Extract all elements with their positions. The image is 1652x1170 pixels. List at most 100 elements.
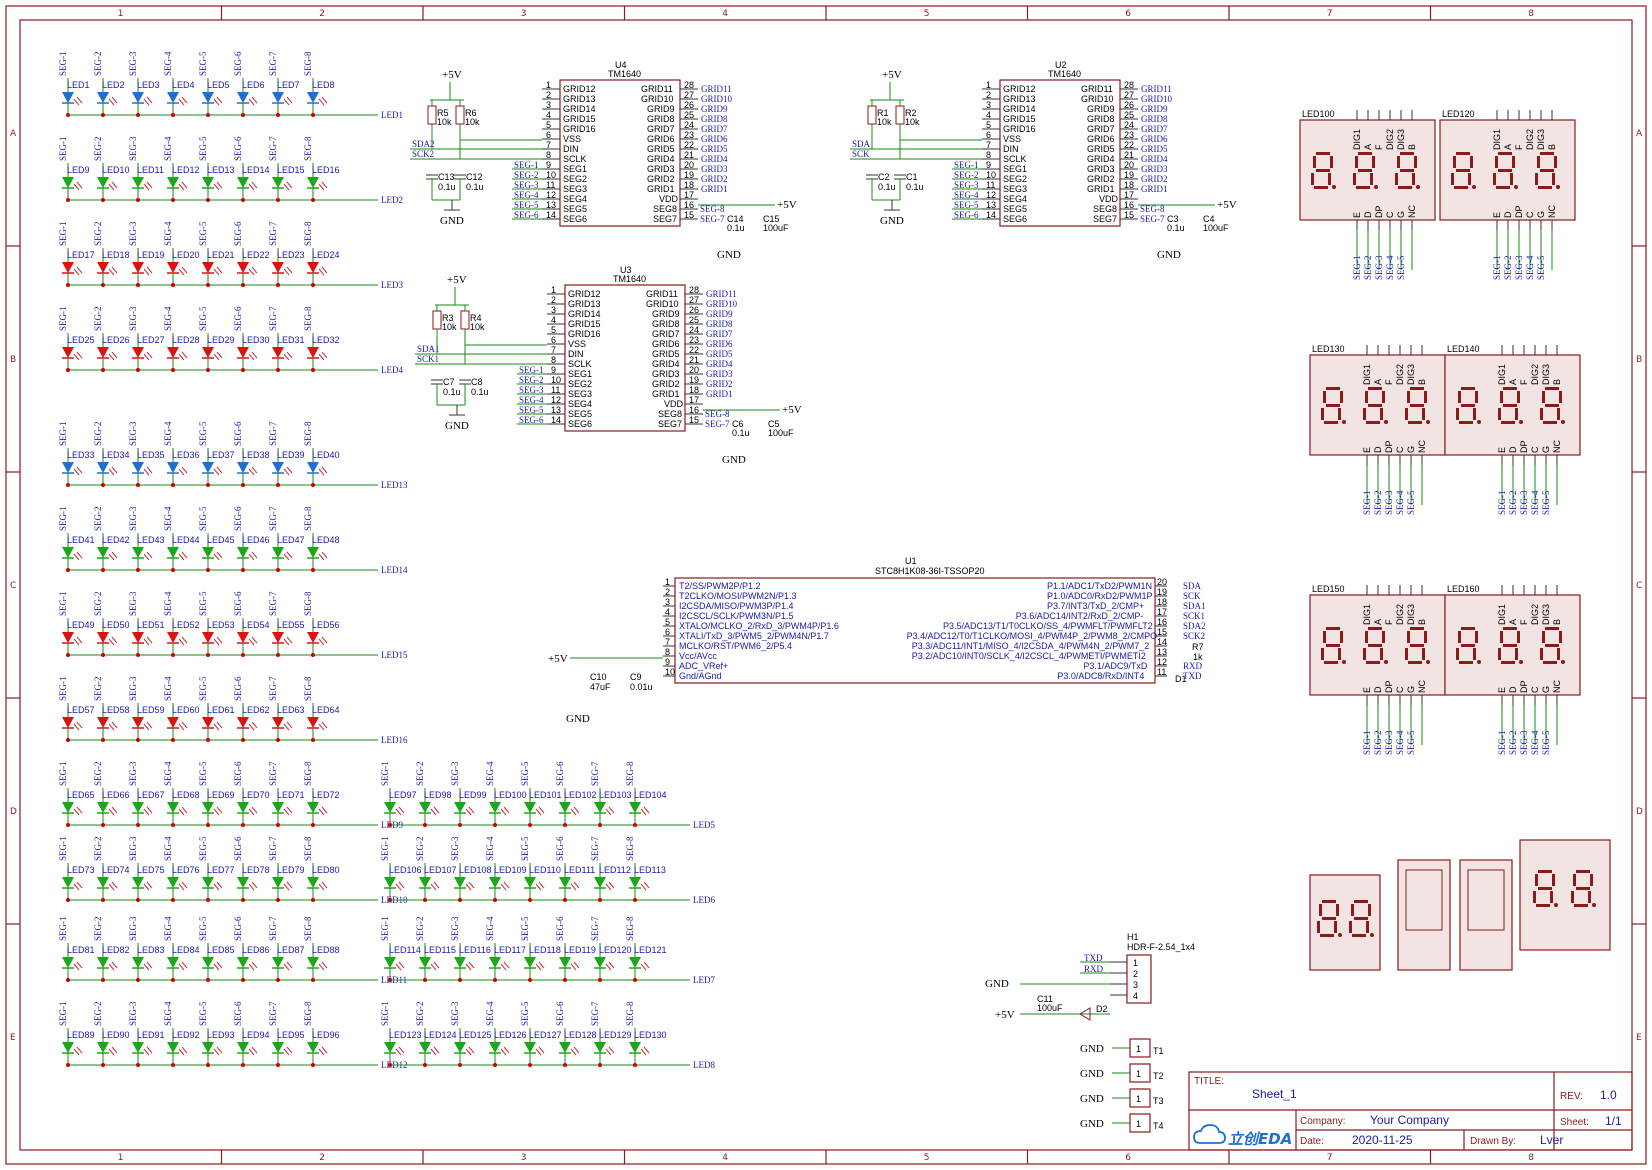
led-diode: [594, 877, 606, 888]
led-ray: [283, 963, 290, 971]
seg-a: [1322, 900, 1336, 903]
led-ray: [111, 551, 118, 559]
led-ray: [465, 883, 472, 891]
pin-number: 14: [986, 210, 996, 220]
seg-d: [1324, 421, 1338, 424]
seg-label: SEG-5: [198, 306, 208, 331]
led-ref: LED123: [389, 1030, 422, 1040]
display-seg-net: SEG-1: [1362, 731, 1372, 756]
led-ray: [216, 266, 223, 274]
display-pin-name: A: [1503, 144, 1513, 150]
led-ray: [318, 268, 325, 276]
seg-label: SEG-8: [303, 591, 313, 616]
pin-number: 18: [689, 385, 699, 395]
junction: [241, 283, 245, 287]
display-seg-net: SEG-1: [1497, 731, 1507, 756]
junction: [206, 1063, 210, 1067]
seg-label: SEG-7: [590, 916, 600, 941]
led-ray: [286, 961, 293, 969]
header-pin: 3: [1133, 980, 1138, 990]
led-ref: LED85: [207, 945, 235, 955]
junction: [458, 978, 462, 982]
grid-net: GRID4: [706, 359, 733, 369]
drawn-value: Lver: [1540, 1133, 1563, 1147]
row-label-left: A: [10, 129, 17, 139]
pin-number: 20: [1157, 577, 1167, 587]
led-ray: [108, 963, 115, 971]
grid-net: GRID9: [701, 104, 728, 114]
res-ref: R6: [465, 108, 477, 118]
led-diode: [384, 1042, 396, 1053]
pin-name: SEG6: [568, 419, 592, 429]
pin-name: Gnd/AGnd: [679, 671, 722, 681]
seg-g: [1368, 644, 1382, 647]
led-ray: [286, 466, 293, 474]
led-ray: [216, 961, 223, 969]
res-val: 10k: [442, 322, 457, 332]
junction: [66, 198, 70, 202]
seg-label: SEG-2: [93, 507, 103, 532]
pin-name: SEG5: [1003, 204, 1027, 214]
led-ray: [248, 963, 255, 971]
led-diode: [237, 1042, 249, 1053]
seg-c: [1370, 173, 1373, 185]
pin-name: GRID5: [1087, 144, 1115, 154]
junction: [206, 653, 210, 657]
pin-number: 3: [665, 597, 670, 607]
led-ray: [286, 636, 293, 644]
seg-label: SEG-4: [163, 1001, 173, 1026]
col-label-bottom: 6: [1125, 1153, 1131, 1163]
led-ref: LED116: [459, 945, 491, 955]
seg-d: [1408, 661, 1422, 664]
seg-d: [1574, 904, 1588, 907]
led-ref: LED19: [137, 250, 165, 260]
chip-ref: U4: [615, 60, 627, 70]
led-ref: LED118: [529, 945, 561, 955]
header-part: HDR-F-2.54_1x4: [1127, 942, 1195, 952]
display-pin-name: G: [1406, 686, 1416, 693]
led-diode: [202, 877, 214, 888]
pin-number: 28: [1124, 80, 1134, 90]
led-ref: LED30: [242, 335, 270, 345]
seg-c: [1422, 648, 1425, 660]
seg-c: [1338, 648, 1341, 660]
junction: [241, 978, 245, 982]
junction: [171, 368, 175, 372]
led-diode: [132, 632, 144, 643]
seg-e: [1349, 921, 1352, 933]
led-net-label: LED8: [693, 1060, 715, 1070]
pin-number: 28: [689, 285, 699, 295]
led-ray: [146, 266, 153, 274]
digit: [1349, 900, 1374, 937]
junction: [241, 198, 245, 202]
led-ref: LED36: [172, 450, 200, 460]
display-pin-name: NC: [1417, 440, 1427, 453]
led-ray: [321, 96, 328, 104]
seg-label: SEG-7: [268, 136, 278, 161]
seg-label: SEG-4: [163, 591, 173, 616]
junction: [101, 653, 105, 657]
led-row-led14: LED14SEG-1LED41SEG-2LED42SEG-3LED43SEG-4…: [58, 506, 408, 575]
seg-label: SEG-2: [93, 52, 103, 77]
display-pin-name: F: [1519, 379, 1529, 385]
gnd-label: GND: [985, 978, 1009, 990]
seg-d: [1543, 661, 1557, 664]
led-diode: [272, 1042, 284, 1053]
seg-e: [1456, 408, 1459, 420]
led-ref: LED32: [312, 335, 340, 345]
pin-number: 16: [689, 405, 699, 415]
led-ray: [143, 723, 150, 731]
col-label-bottom: 4: [722, 1153, 728, 1163]
seg-a: [1503, 627, 1517, 630]
display-pin-name: F: [1519, 619, 1529, 625]
junction: [563, 1063, 567, 1067]
pin-name: GRID4: [1087, 154, 1115, 164]
seg-label: SEG-4: [163, 836, 173, 861]
seg-e: [1533, 891, 1536, 903]
display-seg-net: SEG-3: [1374, 255, 1384, 280]
seg-label: SEG-7: [590, 1001, 600, 1026]
seg-label: SEG-2: [415, 1002, 425, 1027]
seg-b: [1424, 631, 1427, 643]
digit: [1540, 387, 1565, 424]
